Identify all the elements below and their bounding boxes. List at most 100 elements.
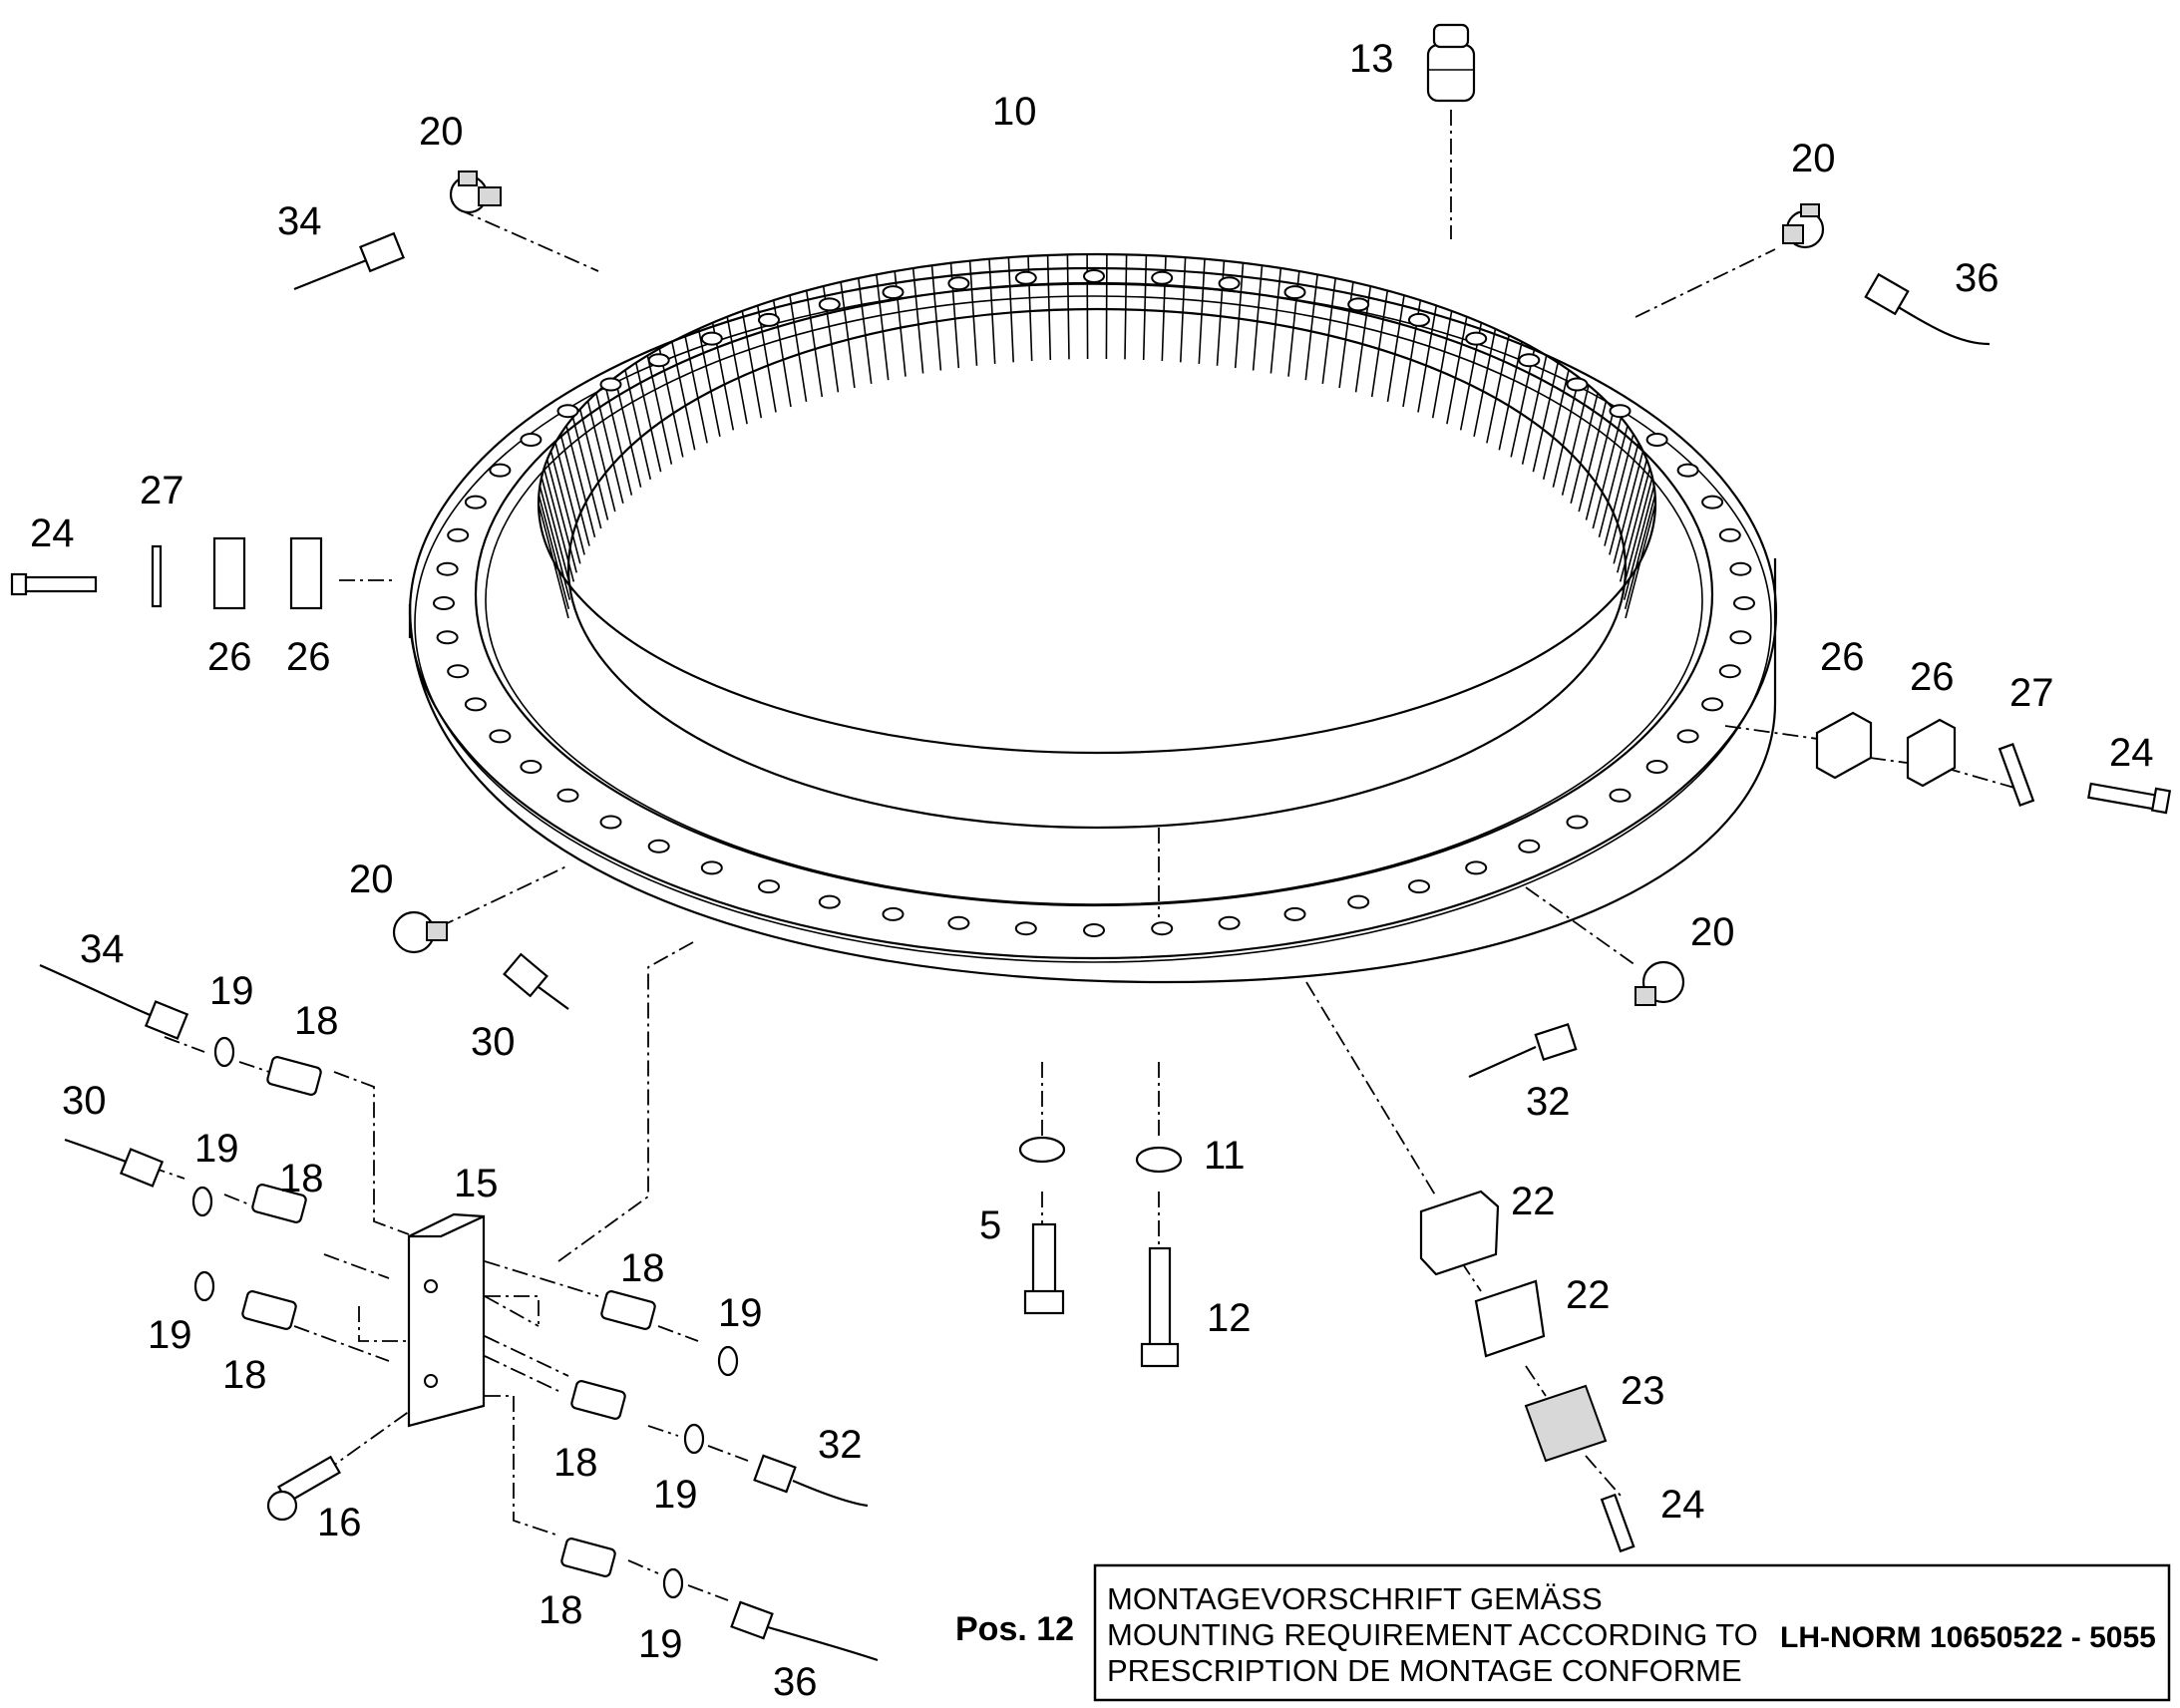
gear-tooth — [684, 335, 708, 444]
callout-19: 19 — [148, 1313, 192, 1357]
part-22-block-upper — [1419, 1190, 1500, 1276]
bolt-hole — [1283, 906, 1306, 921]
bolt-hole — [556, 404, 579, 419]
gear-tooth — [741, 310, 763, 419]
bolt-hole — [818, 894, 841, 909]
bolt-hole — [464, 495, 487, 510]
bolt-hole — [489, 729, 512, 744]
gear-tooth — [541, 477, 572, 591]
gear-tooth — [968, 260, 978, 366]
gear-tooth — [1417, 305, 1438, 413]
gear-tooth — [1623, 486, 1655, 600]
gear-tooth — [1321, 277, 1336, 384]
callout-18: 18 — [294, 999, 339, 1043]
gear-tooth — [1578, 401, 1608, 512]
gear-tooth — [559, 434, 590, 546]
callout-24: 24 — [1660, 1483, 1705, 1527]
bolt-hole — [1609, 788, 1632, 803]
bolt-hole — [1701, 495, 1724, 510]
gear-tooth — [1552, 377, 1581, 488]
bolt-hole — [599, 815, 622, 830]
callout-23: 23 — [1621, 1369, 1665, 1413]
gear-tooth — [1561, 385, 1590, 496]
gear-tooth — [578, 409, 609, 520]
part-24-screw-left — [10, 572, 98, 596]
part-26-block-right-2 — [1906, 718, 1957, 788]
gear-tooth — [911, 267, 924, 374]
gear-tooth — [805, 290, 824, 398]
bolt-hole — [947, 276, 970, 291]
note-box — [1093, 1563, 2171, 1702]
callout-18: 18 — [539, 1588, 583, 1632]
note-line-de: MONTAGEVORSCHRIFT GEMÄSS — [1107, 1581, 1603, 1616]
gear-tooth — [840, 281, 856, 389]
part-26-block-left-1 — [212, 536, 246, 610]
gear-tooth — [539, 486, 571, 600]
callout-24: 24 — [30, 512, 75, 555]
bolt-hole — [700, 331, 723, 346]
bolt-hole — [700, 860, 723, 875]
bolt-hole — [1347, 894, 1370, 909]
bolt-hole — [1218, 915, 1241, 930]
callout-18: 18 — [222, 1353, 267, 1397]
bolt-hole — [447, 664, 470, 679]
gear-tooth — [671, 341, 696, 451]
bolt-hole — [758, 879, 780, 894]
gear-tooth — [726, 316, 748, 425]
bolt-hole — [947, 915, 970, 930]
bolt-hole — [1718, 527, 1741, 542]
gear-tooth — [1234, 262, 1245, 369]
gear-tooth — [1124, 254, 1128, 360]
callout-36: 36 — [773, 1660, 818, 1704]
bolt-hole — [1083, 269, 1105, 283]
part-11-washer-left — [1018, 1136, 1066, 1164]
part-20-elbow-top-left — [449, 171, 502, 214]
note-line-en: MOUNTING REQUIREMENT ACCORDING TO — [1107, 1617, 1758, 1652]
bolt-hole — [1151, 921, 1174, 936]
part-26-block-left-2 — [289, 536, 323, 610]
bolt-hole — [1283, 285, 1306, 300]
callout-26: 26 — [207, 635, 252, 679]
gear-tooth — [697, 328, 721, 437]
gear-tooth — [1604, 434, 1635, 546]
callout-18: 18 — [279, 1157, 324, 1200]
gear-tooth — [1592, 417, 1623, 529]
part-15-distributor-block — [407, 1212, 486, 1428]
gear-tooth — [545, 459, 577, 573]
bolt-hole — [1609, 404, 1632, 419]
bolt-hole — [1729, 561, 1752, 576]
gear-tooth — [1431, 310, 1453, 419]
gear-teeth — [538, 253, 1656, 619]
part-13-grease-nipple — [1426, 23, 1476, 103]
part-26-block-right-1 — [1815, 711, 1873, 780]
callout-19: 19 — [194, 1127, 239, 1171]
bolt-hole — [464, 697, 487, 712]
callout-32: 32 — [1526, 1080, 1571, 1124]
callout-12: 12 — [1207, 1296, 1252, 1340]
part-22-block-lower — [1474, 1279, 1546, 1358]
bolt-hole — [882, 906, 905, 921]
callout-27: 27 — [140, 469, 184, 512]
bolt-hole — [520, 760, 543, 774]
gear-tooth — [1386, 295, 1405, 403]
gear-tooth — [1521, 355, 1548, 465]
gear-tooth — [595, 393, 624, 504]
gear-tooth — [1304, 274, 1318, 381]
gear-tooth — [1570, 393, 1599, 504]
callout-22: 22 — [1566, 1273, 1611, 1317]
callout-15: 15 — [454, 1162, 499, 1205]
callout-16: 16 — [317, 1501, 362, 1544]
bolt-hole — [1014, 270, 1037, 285]
bolt-hole — [1645, 760, 1668, 774]
note-line-fr: PRESCRIPTION DE MONTAGE CONFORME — [1107, 1653, 1742, 1688]
gear-tooth — [1625, 503, 1656, 619]
callout-18: 18 — [620, 1246, 665, 1290]
gear-tooth — [1105, 253, 1108, 360]
callout-26: 26 — [286, 635, 331, 679]
gear-tooth — [858, 277, 873, 384]
bolt-hole — [1676, 463, 1699, 478]
part-20-elbow-mid-right — [1635, 960, 1685, 1006]
callout-30: 30 — [471, 1020, 516, 1064]
gear-tooth — [876, 274, 890, 381]
